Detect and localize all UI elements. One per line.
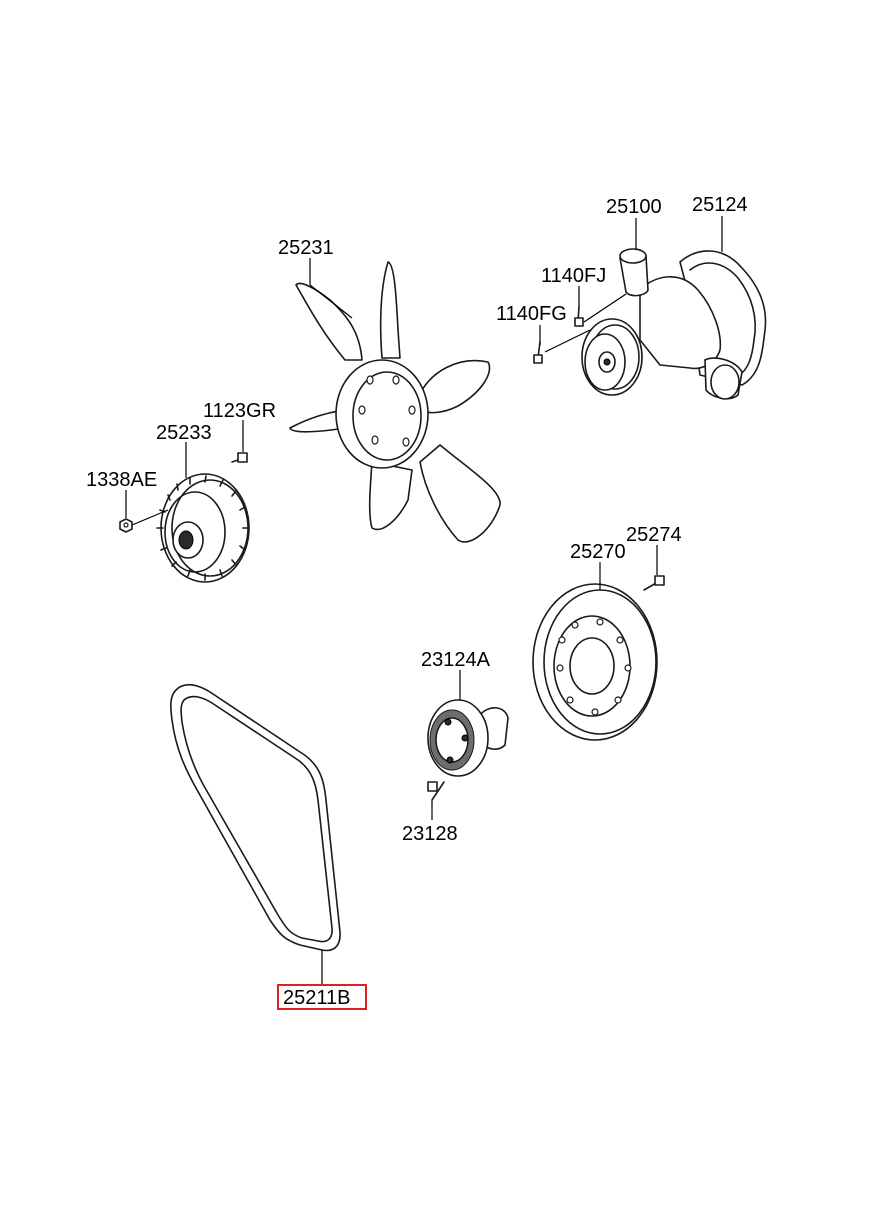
nut-1338ae[interactable]: [119, 518, 133, 533]
leader-lines: [125, 216, 723, 985]
label-23124a: 23124A: [421, 649, 491, 671]
label-25124: 25124: [692, 194, 748, 216]
label-1123gr: 1123GR: [203, 400, 276, 422]
label-1338ae: 1338AE: [86, 469, 157, 491]
bolt-1140fj[interactable]: [574, 305, 584, 327]
fan-clutch[interactable]: [156, 473, 250, 583]
label-25100: 25100: [606, 196, 662, 218]
bolt-23128[interactable]: [427, 781, 445, 801]
label-25211b[interactable]: 25211B: [283, 987, 350, 1009]
label-25270: 25270: [570, 541, 626, 563]
water-pump[interactable]: [581, 248, 767, 400]
cooling-fan[interactable]: [289, 261, 501, 543]
bolt-25274[interactable]: [643, 575, 665, 591]
label-1140fj: 1140FJ: [541, 265, 606, 287]
label-25233: 25233: [156, 422, 212, 444]
label-25274: 25274: [626, 524, 682, 546]
bolt-1123gr[interactable]: [231, 452, 248, 463]
bolt-1140fg[interactable]: [533, 341, 543, 364]
label-25231: 25231: [278, 237, 334, 259]
label-23128: 23128: [402, 823, 458, 845]
crankshaft-hub[interactable]: [427, 699, 509, 777]
label-1140fg: 1140FG: [496, 303, 567, 325]
crankshaft-pulley[interactable]: [532, 583, 658, 741]
drive-belt[interactable]: [170, 683, 341, 952]
highlight-box: [277, 984, 367, 1010]
